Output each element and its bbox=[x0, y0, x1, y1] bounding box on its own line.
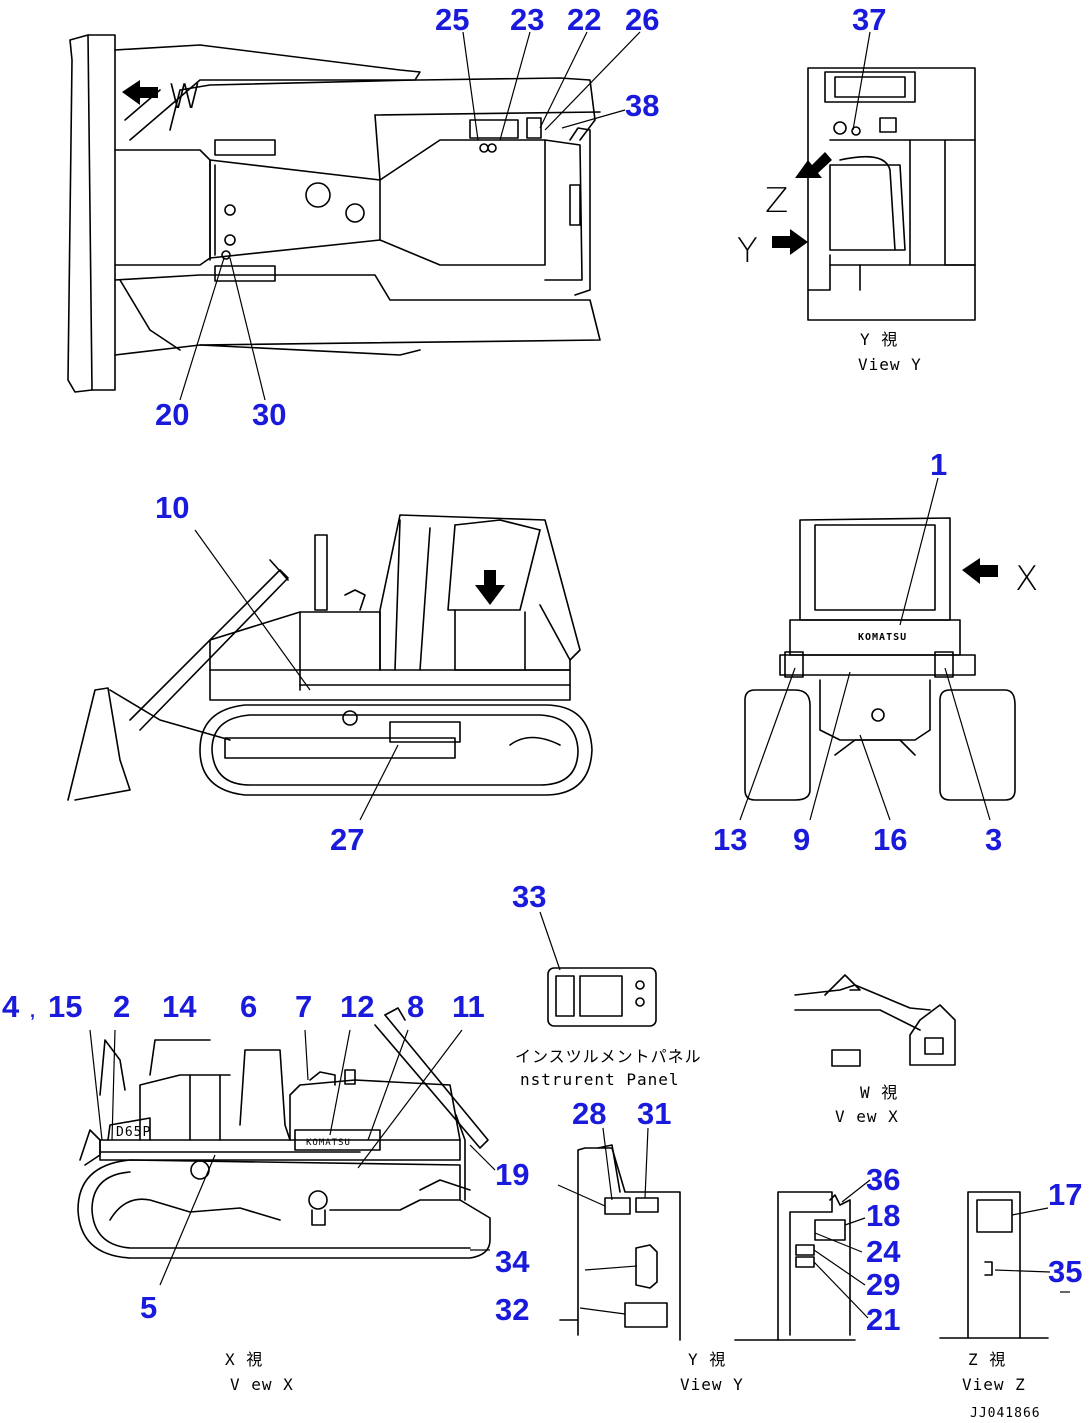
caption-view-w-en: V ew X bbox=[835, 1107, 899, 1126]
callout-20: 20 bbox=[155, 397, 189, 432]
view-w-small: W 視 V ew X bbox=[794, 974, 956, 1126]
rear-brand-plate: KOMATSU bbox=[858, 632, 907, 643]
dozer-plate-view-x: D65P bbox=[116, 1125, 151, 1140]
svg-text:,: , bbox=[30, 1001, 35, 1021]
callout-16: 16 bbox=[873, 822, 907, 857]
caption-instrument-panel-en: nstrurent Panel bbox=[520, 1070, 680, 1089]
drawing-code: JJ041866 bbox=[970, 1406, 1041, 1421]
callout-numbers: 25 23 22 26 38 20 30 37 10 27 1 13 9 16 … bbox=[2, 2, 1082, 1337]
callout-22: 22 bbox=[567, 2, 601, 37]
callout-11: 11 bbox=[452, 989, 485, 1024]
callout-32: 32 bbox=[495, 1292, 529, 1327]
callout-14: 14 bbox=[162, 989, 197, 1024]
callout-4: 4 bbox=[2, 989, 20, 1024]
callout-34: 34 bbox=[495, 1244, 530, 1279]
callout-13: 13 bbox=[713, 822, 747, 857]
caption-view-y-top-jp: Y 視 bbox=[860, 330, 898, 349]
instrument-panel: インスツルメントパネル nstrurent Panel bbox=[515, 911, 702, 1089]
caption-view-y-bottom-en: View Y bbox=[680, 1375, 744, 1394]
caption-view-z-en: View Z bbox=[962, 1375, 1026, 1394]
plan-view: W bbox=[67, 34, 601, 393]
caption-view-y-bottom-jp: Y 視 bbox=[688, 1350, 726, 1369]
callout-19: 19 bbox=[495, 1157, 529, 1192]
callout-27: 27 bbox=[330, 822, 364, 857]
callout-2: 2 bbox=[113, 989, 130, 1024]
callout-12: 12 bbox=[340, 989, 374, 1024]
callout-8: 8 bbox=[407, 989, 424, 1024]
callout-23: 23 bbox=[510, 2, 544, 37]
view-z: Z 視 View Z bbox=[939, 1191, 1070, 1394]
caption-view-z-jp: Z 視 bbox=[968, 1350, 1006, 1369]
caption-view-x-en: V ew X bbox=[230, 1375, 294, 1394]
callout-25: 25 bbox=[435, 2, 469, 37]
callout-24: 24 bbox=[866, 1234, 901, 1269]
callout-18: 18 bbox=[866, 1198, 900, 1233]
callout-28: 28 bbox=[572, 1096, 606, 1131]
leaders-plan bbox=[179, 31, 641, 401]
callout-1: 1 bbox=[930, 447, 947, 482]
callout-9: 9 bbox=[793, 822, 810, 857]
callout-31: 31 bbox=[637, 1096, 671, 1131]
view-x: D65P KOMATSU X 視 V ew X bbox=[77, 1007, 496, 1394]
callout-3: 3 bbox=[985, 822, 1002, 857]
callout-37: 37 bbox=[852, 2, 886, 37]
caption-view-y-top-en: View Y bbox=[858, 355, 922, 374]
callout-5: 5 bbox=[140, 1290, 157, 1325]
callout-30: 30 bbox=[252, 397, 286, 432]
callout-35: 35 bbox=[1048, 1254, 1082, 1289]
rear-view: KOMATSU X bbox=[739, 477, 1038, 821]
view-y-detail bbox=[777, 1179, 871, 1341]
caption-view-x-jp: X 視 bbox=[225, 1350, 263, 1369]
callout-10: 10 bbox=[155, 490, 189, 525]
callout-6: 6 bbox=[240, 989, 257, 1024]
komatsu-plate-view-x: KOMATSU bbox=[306, 1138, 351, 1148]
view-marker-x: X bbox=[1015, 559, 1038, 599]
callout-29: 29 bbox=[866, 1267, 900, 1302]
callout-17: 17 bbox=[1048, 1177, 1082, 1212]
caption-instrument-panel-jp: インスツルメントパネル bbox=[515, 1047, 702, 1066]
callout-7: 7 bbox=[295, 989, 312, 1024]
view-marker-z: Z bbox=[765, 181, 788, 221]
caption-view-w-jp: W 視 bbox=[860, 1083, 898, 1102]
view-marker-w: W bbox=[168, 77, 202, 117]
callout-36: 36 bbox=[866, 1162, 900, 1197]
view-y-bottom: Y 視 View Y bbox=[557, 1127, 856, 1394]
view-marker-y: Y bbox=[737, 231, 758, 271]
view-y-top: Z Y Y 視 View Y bbox=[737, 31, 976, 374]
callout-26: 26 bbox=[625, 2, 659, 37]
callout-38: 38 bbox=[625, 88, 659, 123]
callout-33: 33 bbox=[512, 879, 546, 914]
callout-21: 21 bbox=[866, 1302, 900, 1337]
side-view bbox=[67, 514, 593, 821]
callout-15: 15 bbox=[48, 989, 82, 1024]
